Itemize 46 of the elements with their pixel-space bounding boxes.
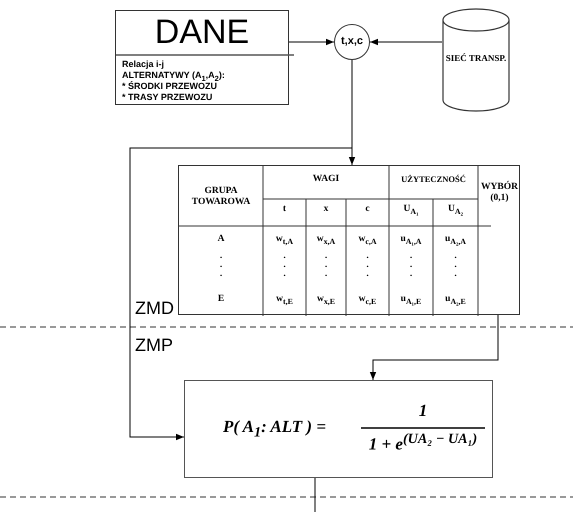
column-header: U$_{A₁}$	[402, 204, 420, 217]
body-text: Relacja i-j	[122, 59, 164, 69]
data-table	[178, 165, 520, 315]
column-header: WAGI	[312, 174, 340, 185]
formula-text: 1	[418, 401, 428, 421]
arrow	[370, 314, 498, 380]
table-cell-text: u$_{A₂,E}$	[444, 294, 467, 307]
table-cell-text: w$_{c,A}$	[357, 234, 378, 247]
ellipsis-dots: . . .	[324, 252, 328, 279]
table-cell-text: w$_{c,E}$	[358, 294, 378, 307]
arrow	[370, 38, 442, 46]
circle-node	[334, 24, 370, 60]
ellipsis-dots: . . .	[454, 252, 458, 279]
arrow	[288, 38, 334, 46]
column-header: U$_{A₂}$	[447, 204, 464, 217]
ellipsis-dots: . . .	[366, 252, 370, 279]
column-header: c	[364, 204, 371, 215]
table-cell-text: w$_{x,E}$	[316, 294, 336, 307]
table-cell-text: u$_{A₂,A}$	[444, 234, 468, 247]
ellipsis-dots: . . .	[409, 252, 413, 279]
column-header: UŻYTECZNOŚĆ	[400, 174, 467, 185]
ellipsis-dots: . . .	[219, 252, 223, 279]
column-header: GRUPA TOWAROWA	[190, 186, 252, 208]
column-header: t	[282, 204, 288, 215]
formula-text: 1 + e$^{(UA₂ − UA₁)}$	[368, 431, 478, 455]
table-cell-text: u$_{A₁,E}$	[400, 294, 422, 307]
node-label: t,x,c	[340, 35, 364, 47]
box-heading: DANE	[154, 13, 250, 52]
node-label: SIEĆ TRANSP.	[444, 52, 508, 65]
table-cell-text: w$_{t,E}$	[275, 294, 294, 307]
body-text: * ŚRODKI PRZEWOZU	[122, 81, 218, 91]
body-text: * TRASY PRZEWOZU	[122, 92, 212, 102]
table-cell-text: E	[216, 294, 226, 305]
ellipsis-dots: . . .	[282, 252, 286, 279]
formula-box	[184, 380, 493, 478]
table-cell-text: u$_{A₁,A}$	[399, 234, 423, 247]
connector-line	[314, 478, 316, 512]
formula-text: P( A$_{1}$: ALT ) =	[223, 417, 326, 442]
table-cell-text: A	[216, 234, 226, 245]
zone-label: ZMD	[135, 298, 174, 319]
table-cell-text: w$_{x,A}$	[316, 234, 336, 247]
column-header: WYBÓR (0,1)	[480, 182, 519, 204]
column-header: x	[322, 204, 330, 215]
table-cell-text: w$_{t,A}$	[274, 234, 294, 247]
database-cylinder	[442, 8, 510, 112]
zone-label: ZMP	[135, 335, 173, 356]
